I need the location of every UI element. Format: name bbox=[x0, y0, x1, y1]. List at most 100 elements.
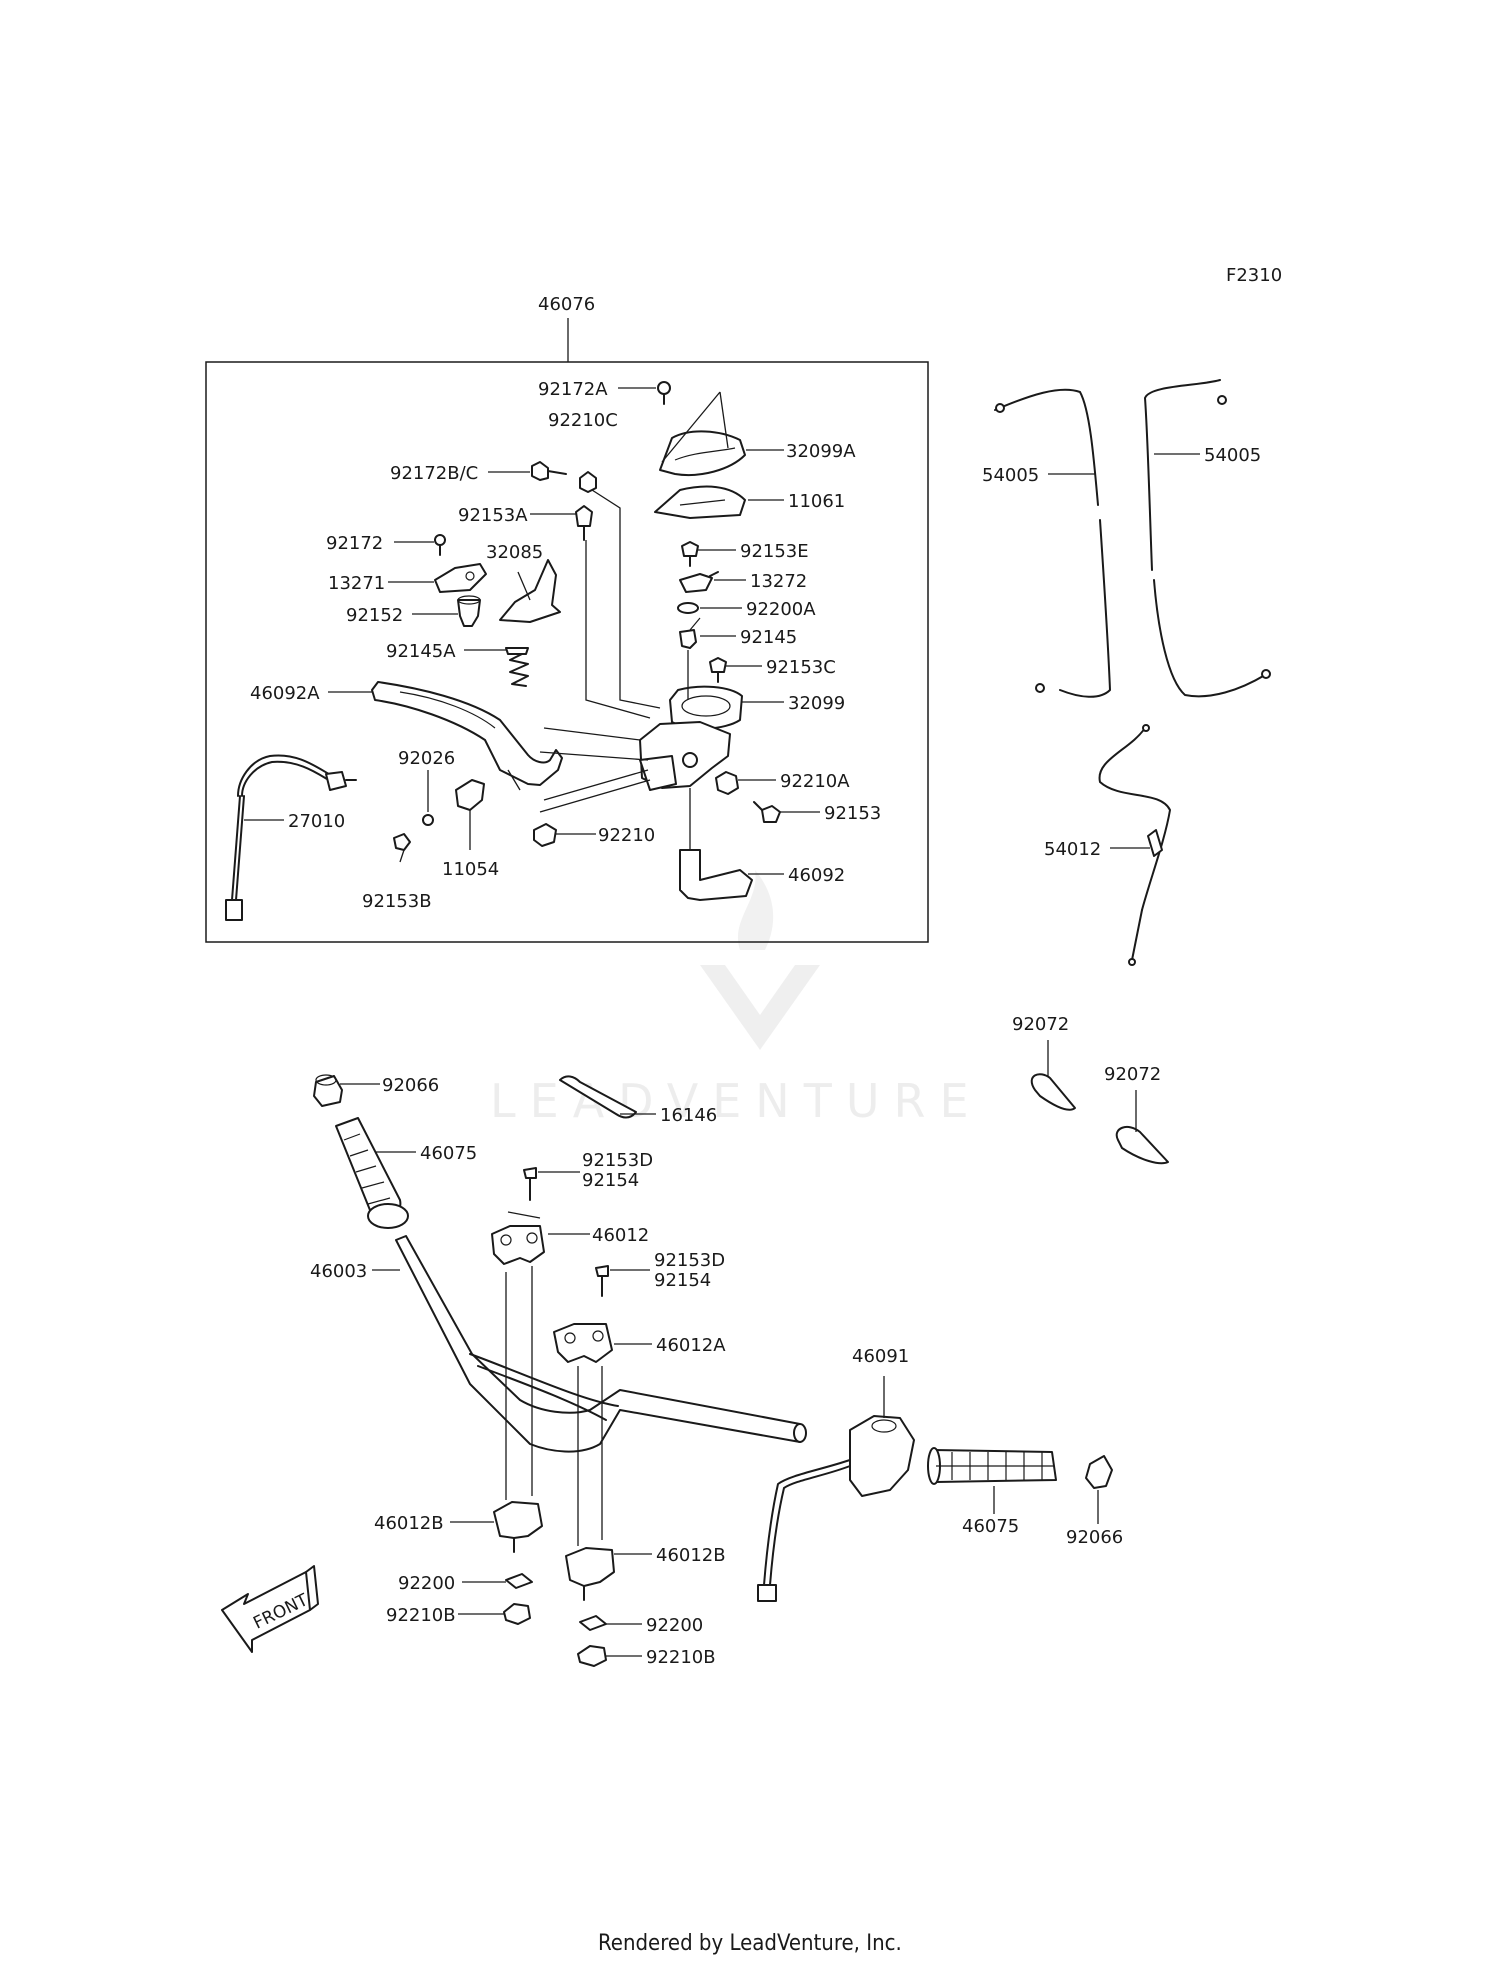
part-92153D-92154-a bbox=[523, 1167, 537, 1201]
label-46003: 46003 bbox=[310, 1261, 367, 1282]
label-54005-left: 54005 bbox=[982, 465, 1039, 486]
part-92153B bbox=[393, 833, 411, 863]
part-46092 bbox=[679, 788, 753, 901]
label-46012A: 46012A bbox=[656, 1335, 726, 1356]
figure-code: F2310 bbox=[1226, 265, 1282, 286]
label-46091: 46091 bbox=[852, 1346, 909, 1367]
part-92153C bbox=[709, 657, 727, 683]
part-54012-cable bbox=[1098, 724, 1171, 966]
label-92066-left: 92066 bbox=[382, 1075, 439, 1096]
label-46012B-b: 46012B bbox=[656, 1545, 726, 1566]
part-46091-throttle-housing bbox=[757, 1376, 915, 1602]
part-92026 bbox=[422, 770, 434, 826]
part-92200A bbox=[677, 602, 699, 614]
label-92072-b: 92072 bbox=[1104, 1064, 1161, 1085]
label-46012B-a: 46012B bbox=[374, 1513, 444, 1534]
part-11061 bbox=[654, 485, 746, 519]
label-92145A: 92145A bbox=[386, 641, 456, 662]
part-92153D-92154-b bbox=[595, 1265, 609, 1297]
part-46075-right-grip bbox=[927, 1447, 1057, 1485]
part-13271 bbox=[434, 563, 487, 593]
part-32085 bbox=[499, 559, 561, 623]
label-92210: 92210 bbox=[598, 825, 655, 846]
part-92210 bbox=[533, 823, 557, 847]
label-46092A: 46092A bbox=[250, 683, 320, 704]
part-master-cylinder bbox=[539, 721, 731, 813]
label-46075-left: 46075 bbox=[420, 1143, 477, 1164]
label-92210C: 92210C bbox=[548, 410, 618, 431]
label-16146: 16146 bbox=[660, 1105, 717, 1126]
part-92210C bbox=[579, 471, 597, 493]
label-92172BC: 92172B/C bbox=[390, 463, 478, 484]
part-54005-right-cable bbox=[1144, 379, 1271, 698]
label-46092: 46092 bbox=[788, 865, 845, 886]
label-11054: 11054 bbox=[442, 859, 499, 880]
label-92154-a: 92154 bbox=[582, 1170, 639, 1191]
label-92172A: 92172A bbox=[538, 379, 608, 400]
part-16146 bbox=[559, 1075, 637, 1119]
part-46003-handlebar bbox=[395, 1235, 807, 1453]
label-46075-right: 46075 bbox=[962, 1516, 1019, 1537]
label-92153D-a: 92153D bbox=[582, 1150, 653, 1171]
label-92200-b: 92200 bbox=[646, 1615, 703, 1636]
part-46075-left-grip bbox=[335, 1117, 409, 1229]
label-13272: 13272 bbox=[750, 571, 807, 592]
part-32099A bbox=[659, 391, 746, 476]
part-54005-left-cable bbox=[994, 388, 1111, 698]
label-92210B-a: 92210B bbox=[386, 1605, 456, 1626]
label-54005-right: 54005 bbox=[1204, 445, 1261, 466]
label-92153: 92153 bbox=[824, 803, 881, 824]
label-92210B-b: 92210B bbox=[646, 1647, 716, 1668]
leadventure-watermark: LEADVENTURE bbox=[490, 870, 969, 1128]
label-92072-a: 92072 bbox=[1012, 1014, 1069, 1035]
label-46012: 46012 bbox=[592, 1225, 649, 1246]
label-92154-b: 92154 bbox=[654, 1270, 711, 1291]
label-32085: 32085 bbox=[486, 542, 543, 563]
part-92153 bbox=[753, 801, 781, 823]
label-92066-right: 92066 bbox=[1066, 1527, 1123, 1548]
part-92152 bbox=[457, 595, 481, 627]
part-92210B-a bbox=[503, 1603, 531, 1625]
assembly-label: 46076 bbox=[538, 294, 595, 315]
part-92200-a bbox=[505, 1573, 533, 1589]
label-leaders bbox=[244, 387, 1200, 1657]
part-92072-b bbox=[1115, 1125, 1169, 1165]
part-46012B-b bbox=[565, 1547, 615, 1601]
part-92153A bbox=[575, 505, 593, 541]
footer-credit: Rendered by LeadVenture, Inc. bbox=[598, 1931, 902, 1956]
part-46092A bbox=[371, 681, 563, 791]
part-92145 bbox=[679, 617, 701, 649]
label-92145: 92145 bbox=[740, 627, 797, 648]
label-13271: 13271 bbox=[328, 573, 385, 594]
label-92172: 92172 bbox=[326, 533, 383, 554]
part-46012 bbox=[491, 1211, 545, 1265]
part-13272 bbox=[679, 571, 719, 593]
label-92200-a: 92200 bbox=[398, 1573, 455, 1594]
label-92153D-b: 92153D bbox=[654, 1250, 725, 1271]
part-92210A bbox=[715, 771, 739, 795]
front-direction-arrow: FRONT bbox=[221, 1565, 319, 1653]
label-92153C: 92153C bbox=[766, 657, 836, 678]
part-27010 bbox=[225, 754, 357, 921]
part-92172 bbox=[434, 534, 446, 556]
assembly-46076-box bbox=[205, 361, 929, 943]
part-labels: 92172A 92210C 32099A 92172B/C 11061 9215… bbox=[250, 379, 1261, 1668]
label-27010: 27010 bbox=[288, 811, 345, 832]
label-92153E: 92153E bbox=[740, 541, 809, 562]
part-92200-b bbox=[579, 1615, 607, 1631]
label-32099: 32099 bbox=[788, 693, 845, 714]
part-46012B-a bbox=[493, 1501, 543, 1553]
part-92172A bbox=[657, 381, 671, 405]
part-92210B-b bbox=[577, 1645, 607, 1667]
label-54012: 54012 bbox=[1044, 839, 1101, 860]
label-32099A: 32099A bbox=[786, 441, 856, 462]
part-11054 bbox=[455, 779, 485, 850]
label-92026: 92026 bbox=[398, 748, 455, 769]
label-11061: 11061 bbox=[788, 491, 845, 512]
label-92152: 92152 bbox=[346, 605, 403, 626]
label-92153B: 92153B bbox=[362, 891, 432, 912]
label-92153A: 92153A bbox=[458, 505, 528, 526]
label-92210A: 92210A bbox=[780, 771, 850, 792]
